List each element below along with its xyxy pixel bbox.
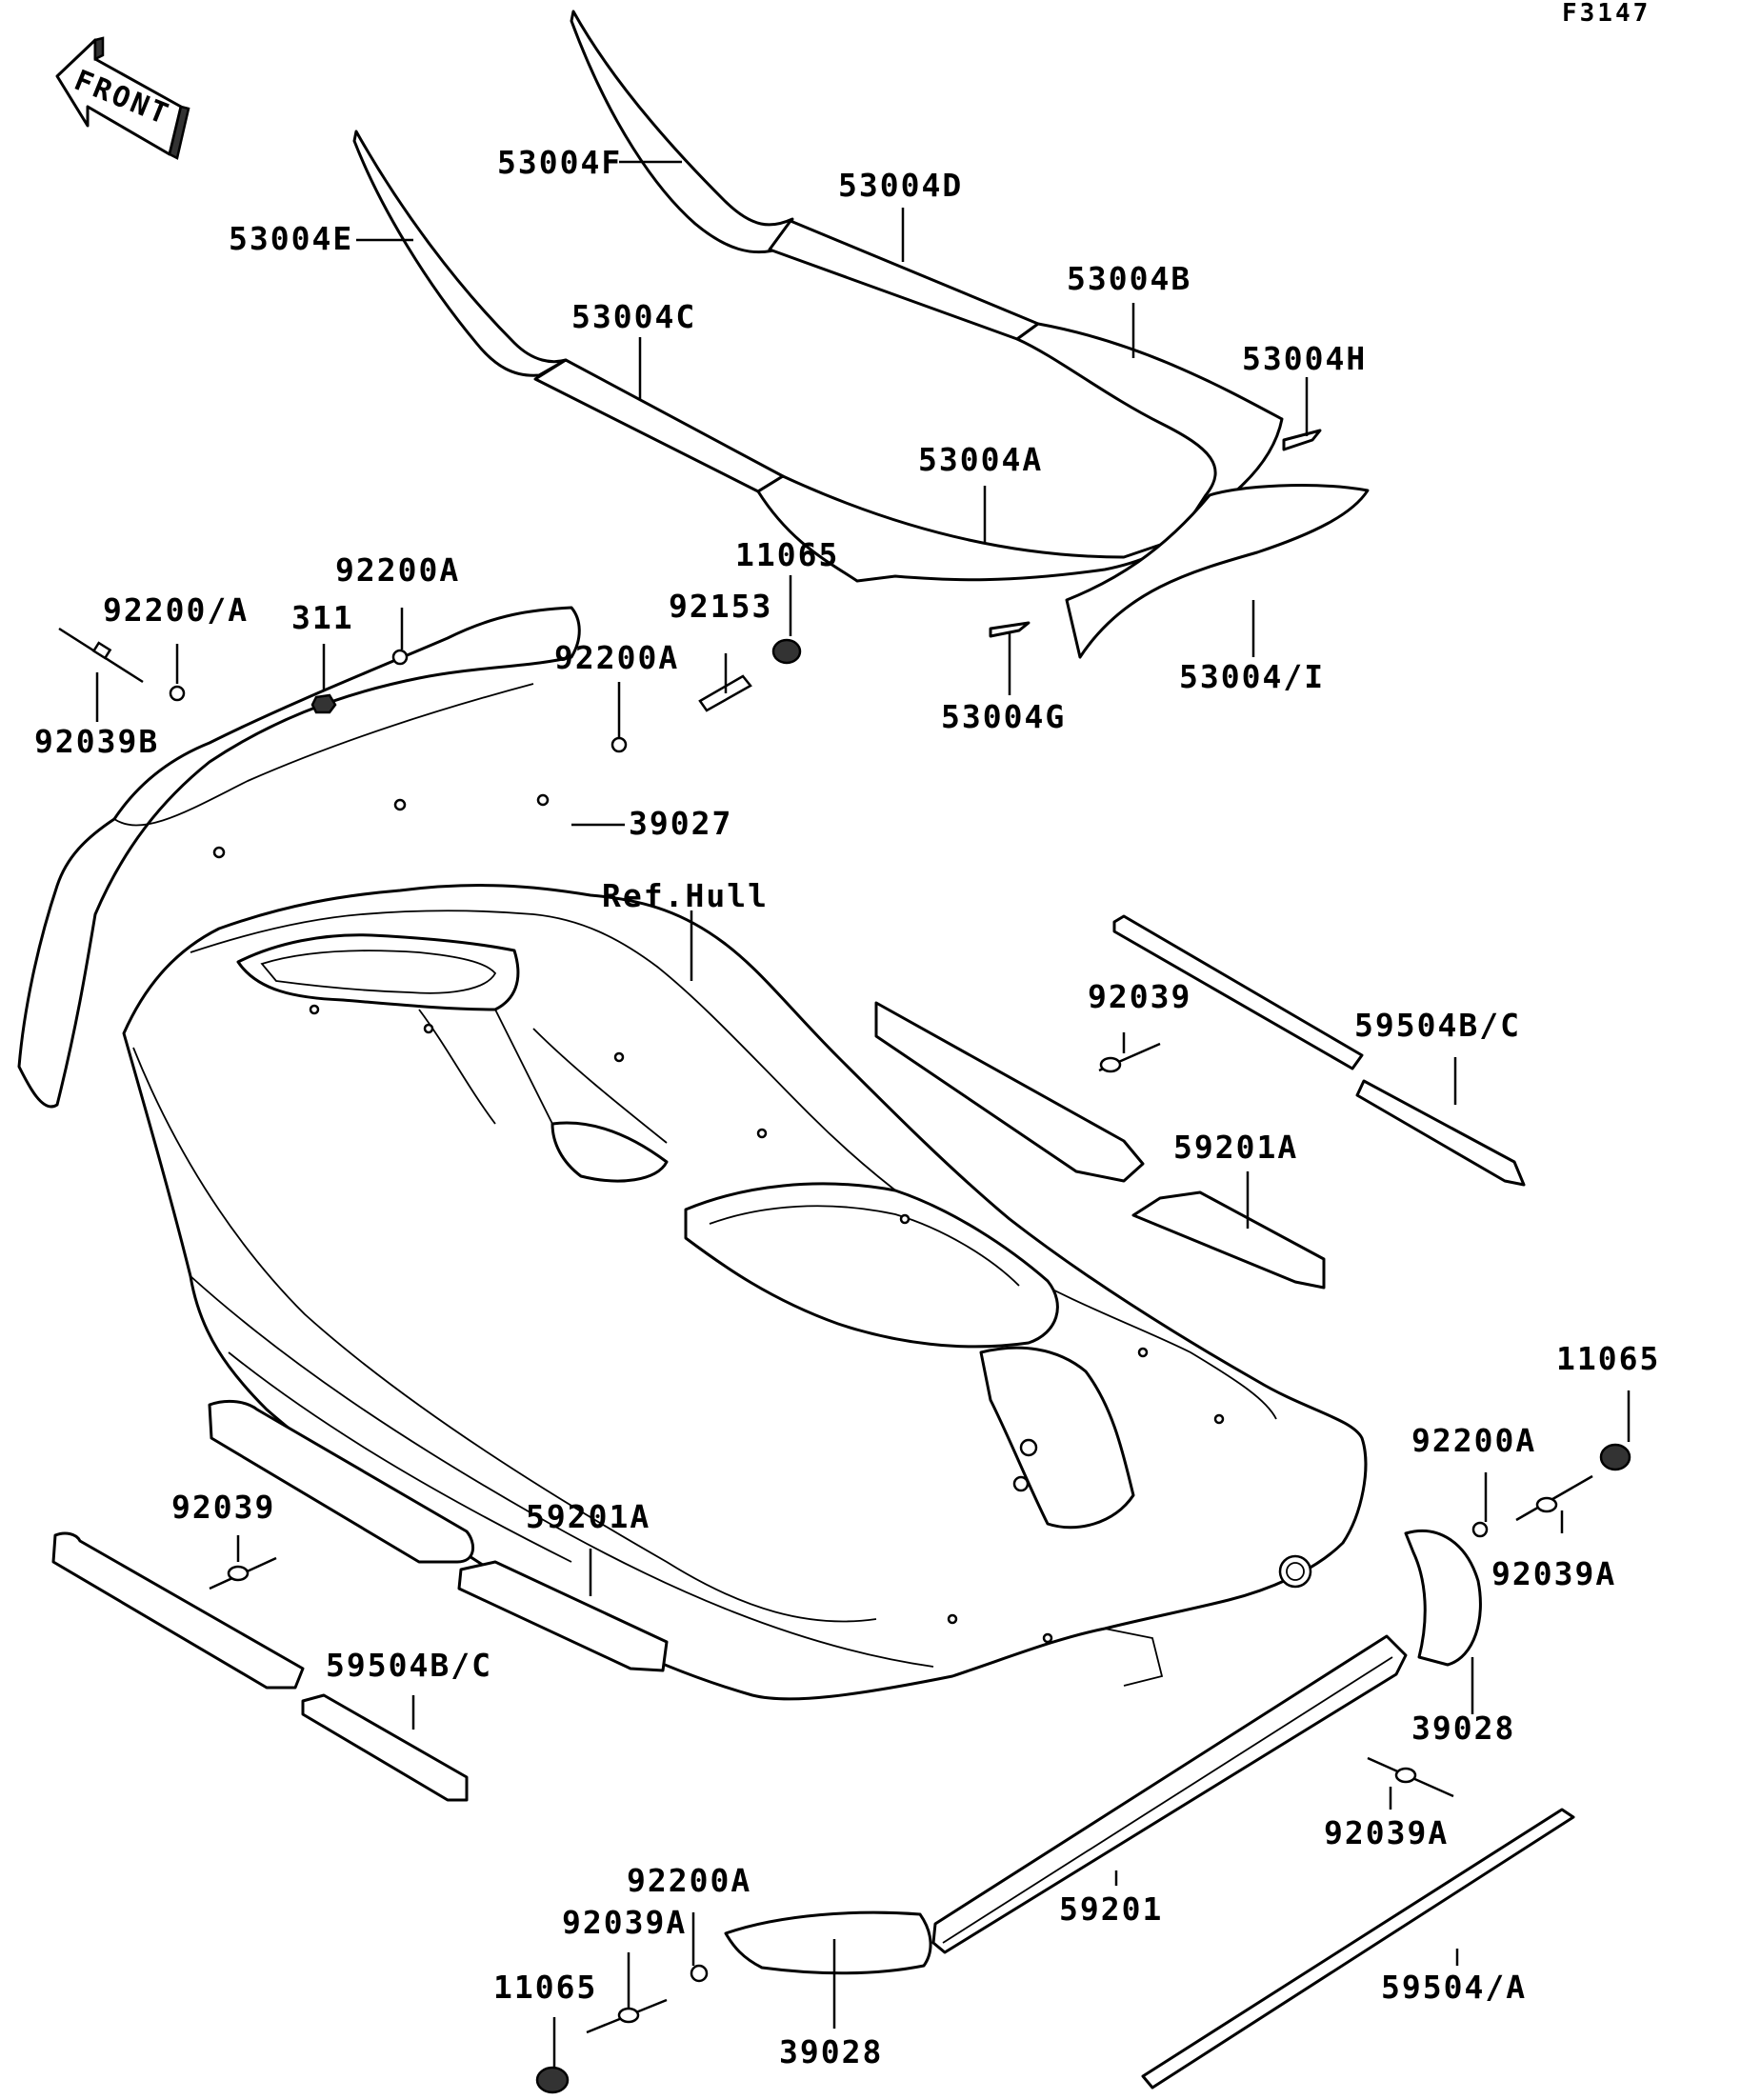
left-rub-rails — [51, 1399, 669, 1802]
label-92200a-top: 92200A — [335, 551, 460, 589]
label-53004d: 53004D — [838, 167, 963, 204]
lower-parts — [724, 1529, 1575, 2090]
label-59504a: 59504/A — [1381, 1969, 1527, 2006]
handle-pole-39027 — [17, 606, 581, 1109]
label-92039a-right: 92039A — [1491, 1555, 1616, 1592]
strake-59201a-left — [457, 1560, 669, 1672]
strake-59201a-right-lower — [1131, 1190, 1326, 1290]
label-53004b: 53004B — [1067, 260, 1191, 297]
label-53004a: 53004A — [918, 441, 1043, 478]
label-53004c: 53004C — [571, 298, 696, 335]
hardware — [58, 627, 1631, 2094]
seat-cover-53004c — [533, 358, 785, 493]
seat-cover-53004i — [1065, 484, 1370, 659]
label-53004h: 53004H — [1242, 340, 1367, 377]
front-direction-arrow-icon: FRONT — [55, 36, 190, 160]
label-59201a-left: 59201A — [526, 1498, 650, 1535]
label-11065-top: 11065 — [735, 536, 839, 573]
rail-59201 — [931, 1634, 1408, 1954]
label-92039-left: 92039 — [171, 1489, 275, 1526]
label-92200-a: 92200/A — [103, 591, 249, 629]
bumper-39028-right — [1404, 1529, 1482, 1667]
seat-cover-53004f — [570, 10, 794, 254]
label-ref-hull: Ref.Hull — [602, 877, 769, 914]
rub-rail-59504bc-left — [301, 1693, 469, 1802]
label-53004e: 53004E — [229, 220, 353, 257]
label-92200a-right: 92200A — [1411, 1422, 1536, 1459]
rub-rail-59504bc-right-upper — [1112, 914, 1364, 1070]
label-39028-right: 39028 — [1411, 1710, 1515, 1747]
strake-59201a-right-upper — [874, 1001, 1145, 1183]
diagram-code: F3147 — [1562, 0, 1651, 28]
label-92200a-bottom: 92200A — [627, 1862, 751, 1899]
label-311: 311 — [291, 599, 354, 636]
bumper-39028-bottom — [724, 1910, 932, 1975]
strake-left-upper — [208, 1399, 475, 1564]
label-92153: 92153 — [669, 588, 772, 625]
label-53004g: 53004G — [941, 698, 1066, 735]
label-92039a-lower: 92039A — [1324, 1814, 1449, 1851]
label-92039b: 92039B — [34, 723, 159, 760]
seat-cover-53004a — [756, 474, 1179, 583]
seat-cover-53004g — [989, 621, 1031, 638]
label-59504bc-left: 59504B/C — [326, 1647, 492, 1684]
label-39027: 39027 — [629, 805, 732, 842]
label-11065-bottom: 11065 — [493, 1969, 597, 2006]
rub-rail-59504bc-right-lower — [1355, 1079, 1526, 1187]
label-39028-bottom: 39028 — [779, 2033, 883, 2070]
seat-cover-53004h — [1282, 429, 1322, 451]
rub-rail-left-upper — [51, 1531, 305, 1690]
label-92200a-mid: 92200A — [554, 639, 679, 676]
label-59201: 59201 — [1059, 1890, 1163, 1928]
label-92039a-bottom: 92039A — [562, 1904, 687, 1941]
label-92039-right: 92039 — [1088, 978, 1191, 1015]
label-11065-right: 11065 — [1556, 1340, 1660, 1377]
part-labels: 53004F 53004D 53004E 53004B 53004C 53004… — [34, 144, 1660, 2070]
label-53004f: 53004F — [497, 144, 622, 181]
label-59201a-right: 59201A — [1173, 1129, 1298, 1166]
rail-59504a — [1141, 1808, 1575, 2090]
label-53004i: 53004/I — [1179, 658, 1325, 695]
label-59504bc-right: 59504B/C — [1354, 1007, 1521, 1044]
seat-cover-pieces — [352, 10, 1370, 659]
leader-lines — [95, 160, 1631, 2067]
right-rub-rails — [874, 914, 1526, 1290]
